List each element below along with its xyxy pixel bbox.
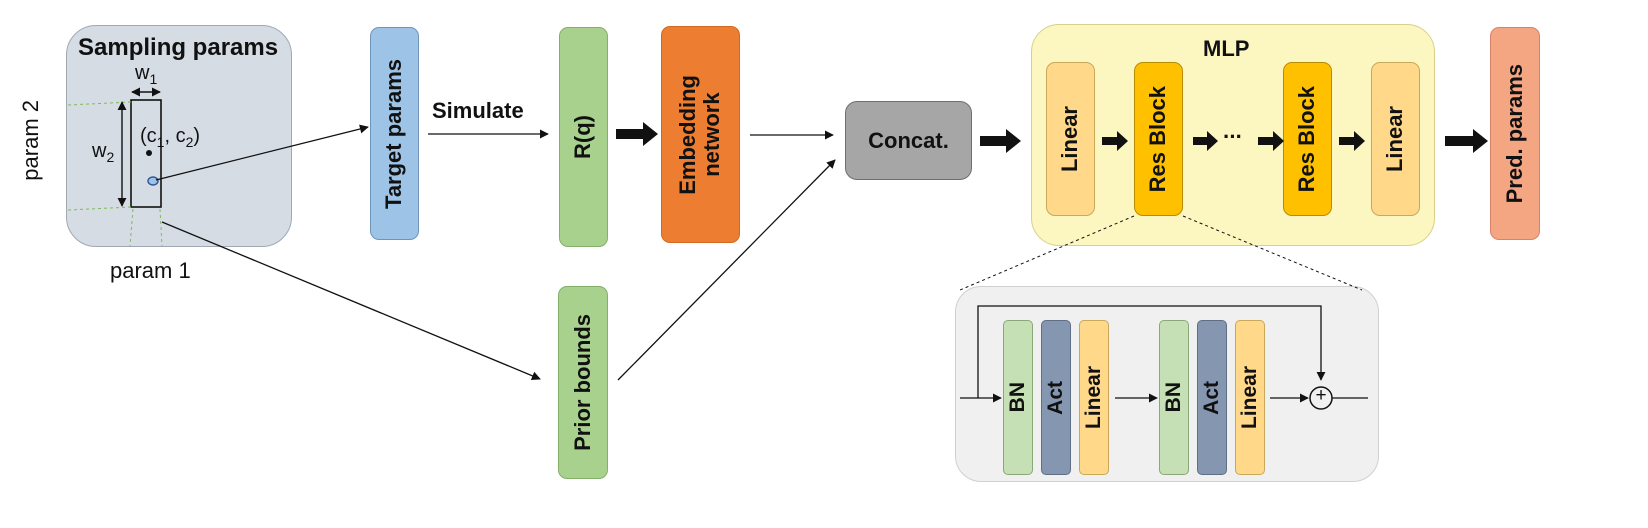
detail-act-1-label: Act <box>1044 380 1068 415</box>
mlp-linear-1-label: Linear <box>1057 105 1083 173</box>
w1-label: w1 <box>135 62 158 87</box>
target-params-label: Target params <box>381 58 407 209</box>
embedding-network-node: Embedding network <box>661 26 740 243</box>
mlp-linear-2-label: Linear <box>1382 105 1408 173</box>
detail-act-1: Act <box>1041 320 1071 475</box>
prior-bounds-node: Prior bounds <box>558 286 608 479</box>
thick-arrow-concat-mlp <box>980 129 1021 153</box>
param-1-axis-label: param 1 <box>110 258 191 283</box>
mlp-panel <box>1031 24 1435 246</box>
mlp-res-block-2: Res Block <box>1283 62 1332 216</box>
detail-plus-symbol: + <box>1315 385 1327 406</box>
center-label: (c1, c2) <box>140 125 201 150</box>
mlp-ellipsis: ··· <box>1223 124 1243 149</box>
mlp-res-block-2-label: Res Block <box>1294 85 1320 193</box>
target-params-node: Target params <box>370 27 419 240</box>
detail-bn-1-label: BN <box>1006 382 1030 413</box>
embedding-network-label: Embedding network <box>675 74 725 195</box>
detail-act-2: Act <box>1197 320 1227 475</box>
mlp-linear-2: Linear <box>1371 62 1420 216</box>
detail-linear-1: Linear <box>1079 320 1109 475</box>
mlp-res-block-1-label: Res Block <box>1145 85 1171 193</box>
detail-act-2-label: Act <box>1200 380 1224 415</box>
pred-params-label: Pred. params <box>1501 63 1527 204</box>
rq-label: R(q) <box>570 115 596 159</box>
rq-node: R(q) <box>559 27 608 247</box>
detail-linear-2-label: Linear <box>1238 365 1262 430</box>
mlp-linear-1: Linear <box>1046 62 1095 216</box>
detail-linear-1-label: Linear <box>1082 365 1106 430</box>
detail-bn-2-label: BN <box>1162 382 1186 413</box>
mlp-title: MLP <box>1203 36 1250 61</box>
detail-bn-2: BN <box>1159 320 1189 475</box>
thick-arrow-rq-embedding <box>616 122 658 146</box>
detail-linear-2: Linear <box>1235 320 1265 475</box>
prior-bounds-label: Prior bounds <box>569 314 595 451</box>
pred-params-node: Pred. params <box>1490 27 1540 240</box>
w2-label: w2 <box>92 140 115 165</box>
simulate-label: Simulate <box>432 98 524 123</box>
sampling-params-title: Sampling params <box>78 34 279 61</box>
thick-arrow-mlp-pred <box>1445 129 1488 153</box>
param-2-axis-label: param 2 <box>18 100 43 181</box>
concat-node: Concat. <box>845 101 972 180</box>
detail-bn-1: BN <box>1003 320 1033 475</box>
concat-label: Concat. <box>868 127 949 153</box>
mlp-res-block-1: Res Block <box>1134 62 1183 216</box>
